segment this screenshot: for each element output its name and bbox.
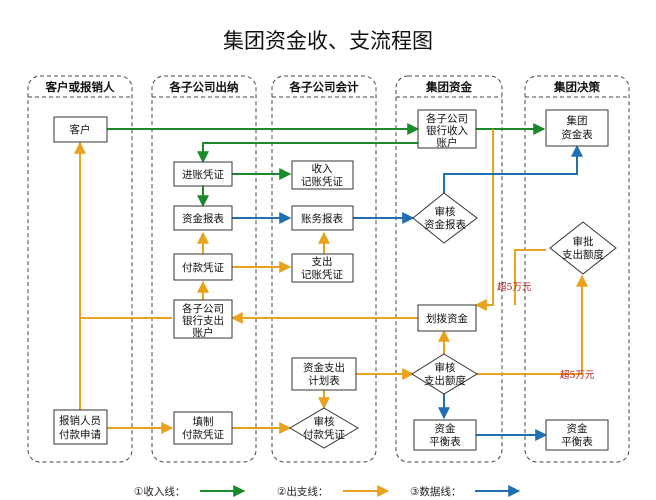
lane-sub-accountant: 各子公司会计 [271,75,377,463]
svg-text:账户: 账户 [437,136,458,149]
svg-text:资金表: 资金表 [561,128,593,141]
legend: ①收入线： ②出支线： ③数据线： [134,485,521,498]
svg-text:收入: 收入 [312,162,333,175]
node-account-report: 账务报表 [291,205,354,231]
svg-text:进账凭证: 进账凭证 [182,168,224,181]
node-group-fund-table: 集团 资金表 [545,109,609,147]
lane-group-decision: 集团决策 [524,75,630,463]
lane-group-fund: 集团资金 [395,75,503,463]
node-audit-payment-voucher: 审核 付款凭证 [289,407,359,449]
svg-text:账务报表: 账务报表 [301,212,343,225]
node-payment-voucher: 付款凭证 [173,253,233,281]
node-group-balance-sheet: 资金 平衡表 [545,419,609,451]
expense-line [514,249,546,305]
lane-title-group-decision: 集团决策 [553,80,600,94]
legend-income-label: ①收入线： [134,485,185,498]
svg-text:报销人员: 报销人员 [59,414,101,427]
lane-sub-cashier: 各子公司出纳 [151,75,257,463]
node-audit-fund-report: 审核 资金报表 [412,192,478,244]
svg-text:付款申请: 付款申请 [59,428,101,441]
node-fund-report: 资金报表 [173,205,233,231]
node-sub-bank-income-account: 各子公司 银行收入 账户 [417,109,477,149]
node-audit-expense-limit: 审核 支出额度 [411,353,478,395]
expense-line [476,274,588,375]
svg-text:支出: 支出 [312,255,333,268]
svg-text:银行收入: 银行收入 [426,124,468,137]
svg-text:集团: 集团 [567,114,588,127]
svg-text:资金: 资金 [567,422,588,435]
svg-text:银行支出: 银行支出 [182,314,224,327]
svg-text:各子公司: 各子公司 [426,112,468,125]
lane-title-sub-cashier: 各子公司出纳 [169,80,239,94]
svg-text:审核: 审核 [314,415,335,428]
svg-text:平衡表: 平衡表 [429,435,461,448]
svg-text:资金报表: 资金报表 [424,218,466,231]
svg-text:支出额度: 支出额度 [562,248,604,261]
svg-text:资金报表: 资金报表 [182,212,224,225]
svg-text:记账凭证: 记账凭证 [301,268,343,281]
lane-title-group-fund: 集团资金 [425,80,472,94]
node-fund-expense-plan: 资金支出 计划表 [291,357,357,391]
svg-text:付款凭证: 付款凭证 [182,428,224,441]
svg-text:支出额度: 支出额度 [424,374,466,387]
node-reimbursement-request: 报销人员 付款申请 [53,409,108,445]
node-fund-balance-sheet: 资金 平衡表 [413,419,477,451]
svg-text:各子公司: 各子公司 [182,302,224,315]
svg-text:填制: 填制 [193,415,214,428]
threshold-note-upper: 超5万元 [497,281,532,293]
svg-text:资金支出: 资金支出 [303,361,345,374]
svg-text:平衡表: 平衡表 [561,435,593,448]
svg-text:记账凭证: 记账凭证 [301,175,343,188]
expense-line [474,129,494,311]
data-lines [232,144,583,441]
node-receipt-voucher: 进账凭证 [173,161,233,187]
lane-title-sub-accountant: 各子公司会计 [289,80,359,94]
svg-text:审批: 审批 [573,235,594,248]
income-line [197,142,418,164]
svg-text:账户: 账户 [193,326,214,339]
node-customer: 客户 [53,116,108,143]
lane-title-customer: 客户或报销人 [45,80,115,94]
node-transfer-funds: 划拨资金 [417,304,477,332]
node-expense-voucher: 支出 记账凭证 [291,253,354,283]
svg-text:审核: 审核 [435,205,456,218]
legend-data-label: ③数据线： [410,485,461,498]
svg-text:付款凭证: 付款凭证 [182,261,224,274]
income-lines [107,123,546,208]
legend-expense-label: ②出支线： [277,485,328,498]
expense-lines [74,129,588,434]
svg-text:划拨资金: 划拨资金 [426,312,468,325]
node-fill-payment-voucher: 填制 付款凭证 [173,411,233,445]
node-sub-bank-expense-account: 各子公司 银行支出 账户 [173,299,233,339]
lane-customer: 客户或报销人 [27,75,133,463]
threshold-note-lower: 超5万元 [560,369,595,381]
data-line [443,144,583,193]
svg-text:审核: 审核 [435,361,456,374]
node-approve-expense-limit: 审批 支出额度 [549,221,617,275]
swimlanes: 客户或报销人 各子公司出纳 各子公司会计 集团资金 集团决策 [27,75,630,463]
svg-text:客户: 客户 [70,123,91,136]
svg-text:计划表: 计划表 [308,374,340,387]
node-income-voucher: 收入 记账凭证 [291,160,354,190]
diagram-title: 集团资金收、支流程图 [223,29,433,53]
svg-text:资金: 资金 [435,422,456,435]
svg-text:付款凭证: 付款凭证 [303,428,345,441]
